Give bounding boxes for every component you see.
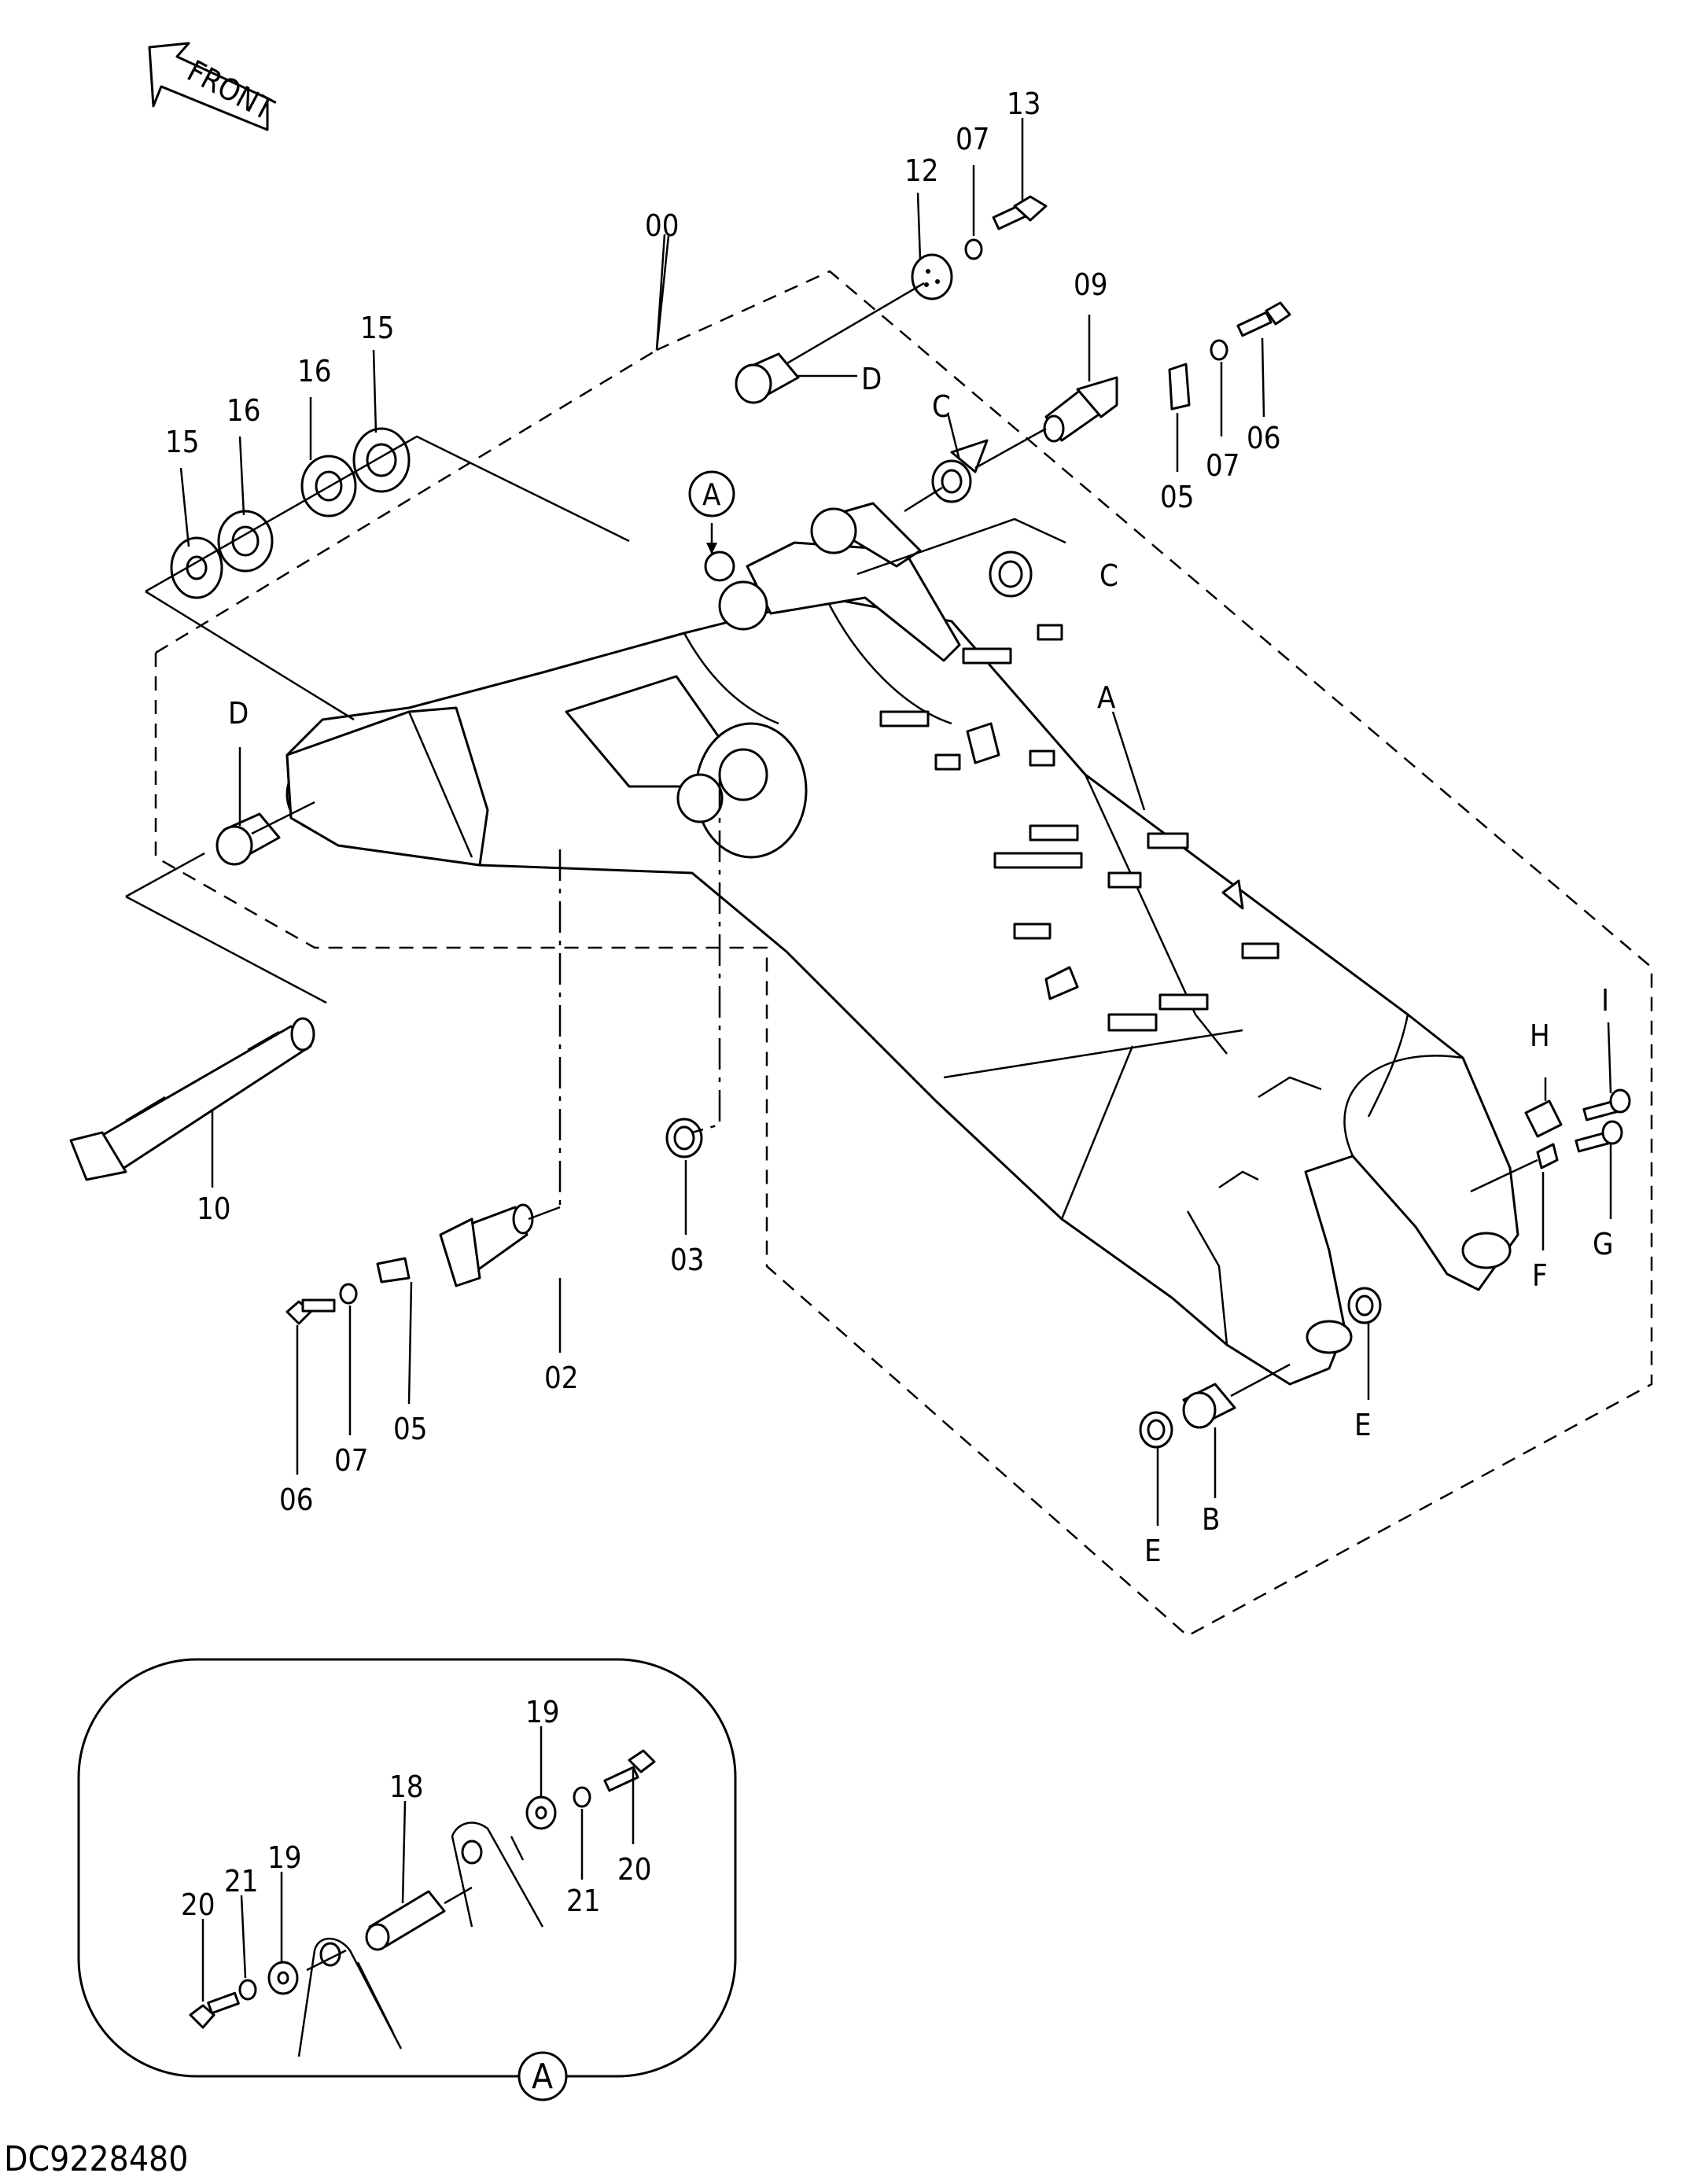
callout-07-right: 07 (1206, 448, 1240, 483)
washer-15-b (352, 427, 411, 493)
ref-g: G (1593, 1227, 1614, 1261)
detail-callout-20-right: 20 (617, 1852, 652, 1887)
pin-10 (69, 1017, 315, 1181)
washer-e-bottom (1139, 1411, 1173, 1449)
ref-e-bottom: E (1144, 1534, 1162, 1568)
bushing-d-left (215, 801, 315, 866)
washer-07-left (339, 1283, 358, 1305)
detail-callout-19-top: 19 (525, 1695, 560, 1729)
ref-c-top: C (932, 389, 951, 424)
detail-callout-21-left: 21 (224, 1864, 259, 1899)
document-id: DC9228480 (4, 2139, 188, 2179)
bushing-d-top (735, 352, 800, 404)
front-arrow-icon: FRONT (148, 42, 279, 131)
detail-callout-19-left: 19 (267, 1840, 302, 1875)
bushing-c-mid (989, 551, 1033, 598)
washer-15-a (170, 536, 223, 599)
detail-callout-20-left: 20 (181, 1888, 215, 1922)
plate-f (1536, 1143, 1559, 1169)
front-label: FRONT (182, 53, 279, 127)
pin-09 (1043, 376, 1118, 443)
callout-05-right: 05 (1160, 480, 1195, 514)
plate-12 (911, 253, 953, 300)
callout-16-a: 16 (227, 393, 261, 428)
callout-05-left: 05 (393, 1412, 428, 1446)
svg-text:A: A (702, 477, 721, 512)
callout-13: 13 (1007, 87, 1041, 121)
washer-07-right (1210, 339, 1228, 361)
washer-e-right (1347, 1287, 1382, 1324)
ref-b: B (1202, 1502, 1220, 1537)
detail-callout-21-right: 21 (566, 1884, 601, 1918)
callout-06-right: 06 (1247, 421, 1281, 455)
boom-body (285, 439, 1519, 1386)
ref-a-boom: A (1097, 680, 1116, 715)
washer-07-top (964, 238, 983, 260)
callout-12: 12 (904, 153, 939, 188)
ref-d-top: D (861, 362, 882, 396)
svg-text:A: A (532, 2057, 553, 2097)
bolt-13 (992, 195, 1048, 230)
ref-h: H (1530, 1018, 1550, 1053)
callout-06-left: 06 (279, 1482, 314, 1517)
callout-09: 09 (1074, 267, 1108, 302)
ref-c-mid: C (1099, 558, 1118, 593)
bracket-h (1524, 1099, 1563, 1138)
callout-00: 00 (645, 208, 680, 243)
callout-10: 10 (197, 1191, 231, 1226)
callout-15-a: 15 (165, 425, 200, 459)
bolt-g (1575, 1120, 1623, 1153)
detail-a-box (77, 1658, 737, 2078)
boom-foot (285, 706, 489, 867)
detail-a-marker: A (518, 2051, 568, 2101)
callout-16-b: 16 (297, 354, 332, 389)
ref-e-right: E (1354, 1408, 1372, 1442)
detail-ref-marker-top: A (688, 470, 735, 554)
bolt-06-right (1236, 301, 1291, 337)
bushing-03 (665, 1118, 703, 1158)
detail-callout-18: 18 (389, 1770, 424, 1804)
callout-15-b: 15 (360, 311, 395, 345)
washer-16-a (217, 510, 274, 573)
callout-02: 02 (544, 1361, 579, 1395)
bolt-06-left (285, 1298, 336, 1325)
callout-07-top: 07 (956, 122, 990, 157)
callout-07-left: 07 (334, 1443, 369, 1478)
ref-f: F (1532, 1258, 1548, 1293)
plate-05-left (376, 1257, 411, 1284)
callout-03: 03 (670, 1243, 705, 1277)
washer-16-b (300, 455, 357, 517)
leader-lines (179, 118, 1612, 1526)
pin-02 (439, 1203, 534, 1287)
detail-leader-lines (201, 1726, 635, 2002)
bushing-c-top (931, 459, 972, 503)
plate-05-right (1168, 363, 1191, 411)
bolt-i (1582, 1088, 1631, 1121)
detail-a-parts (189, 1749, 656, 2057)
bushing-b (1182, 1383, 1236, 1429)
ref-i: I (1601, 983, 1609, 1018)
ref-d-left: D (228, 696, 249, 731)
